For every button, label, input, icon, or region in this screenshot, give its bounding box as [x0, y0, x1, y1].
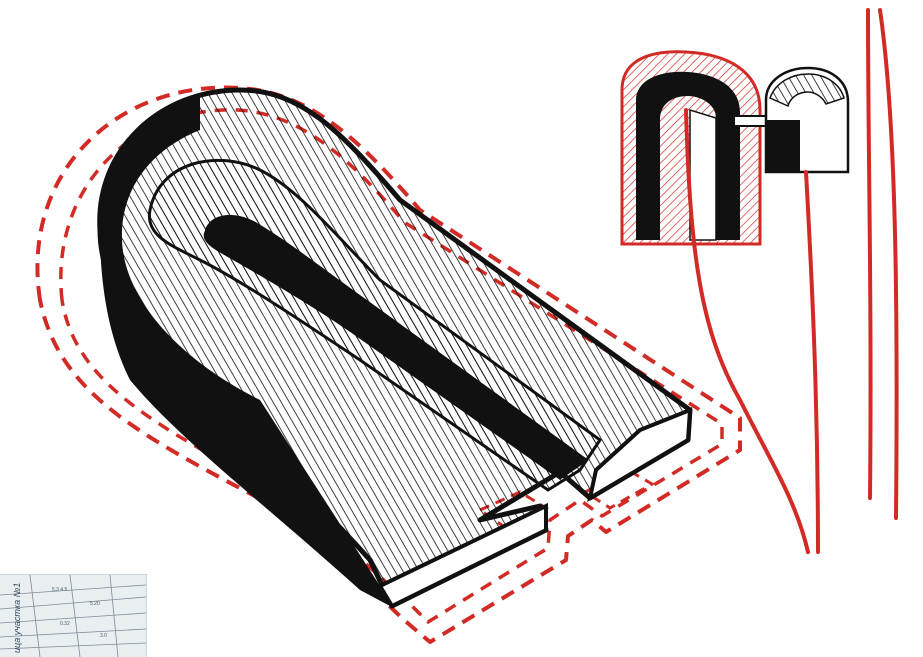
svg-text:0.32: 0.32: [60, 621, 70, 627]
svg-text:3.0: 3.0: [100, 633, 107, 639]
svg-text:5.3 4 5: 5.3 4 5: [52, 587, 68, 593]
small-connector-bar: [734, 116, 766, 126]
svg-text:5.20: 5.20: [90, 601, 100, 607]
small-black-magnet: [766, 68, 848, 172]
map-thumbnail-label: ица участка №1: [12, 583, 22, 653]
map-thumbnail: 5.3 4 5 5.20 0.32 3.0 ица участка №1: [0, 574, 147, 657]
